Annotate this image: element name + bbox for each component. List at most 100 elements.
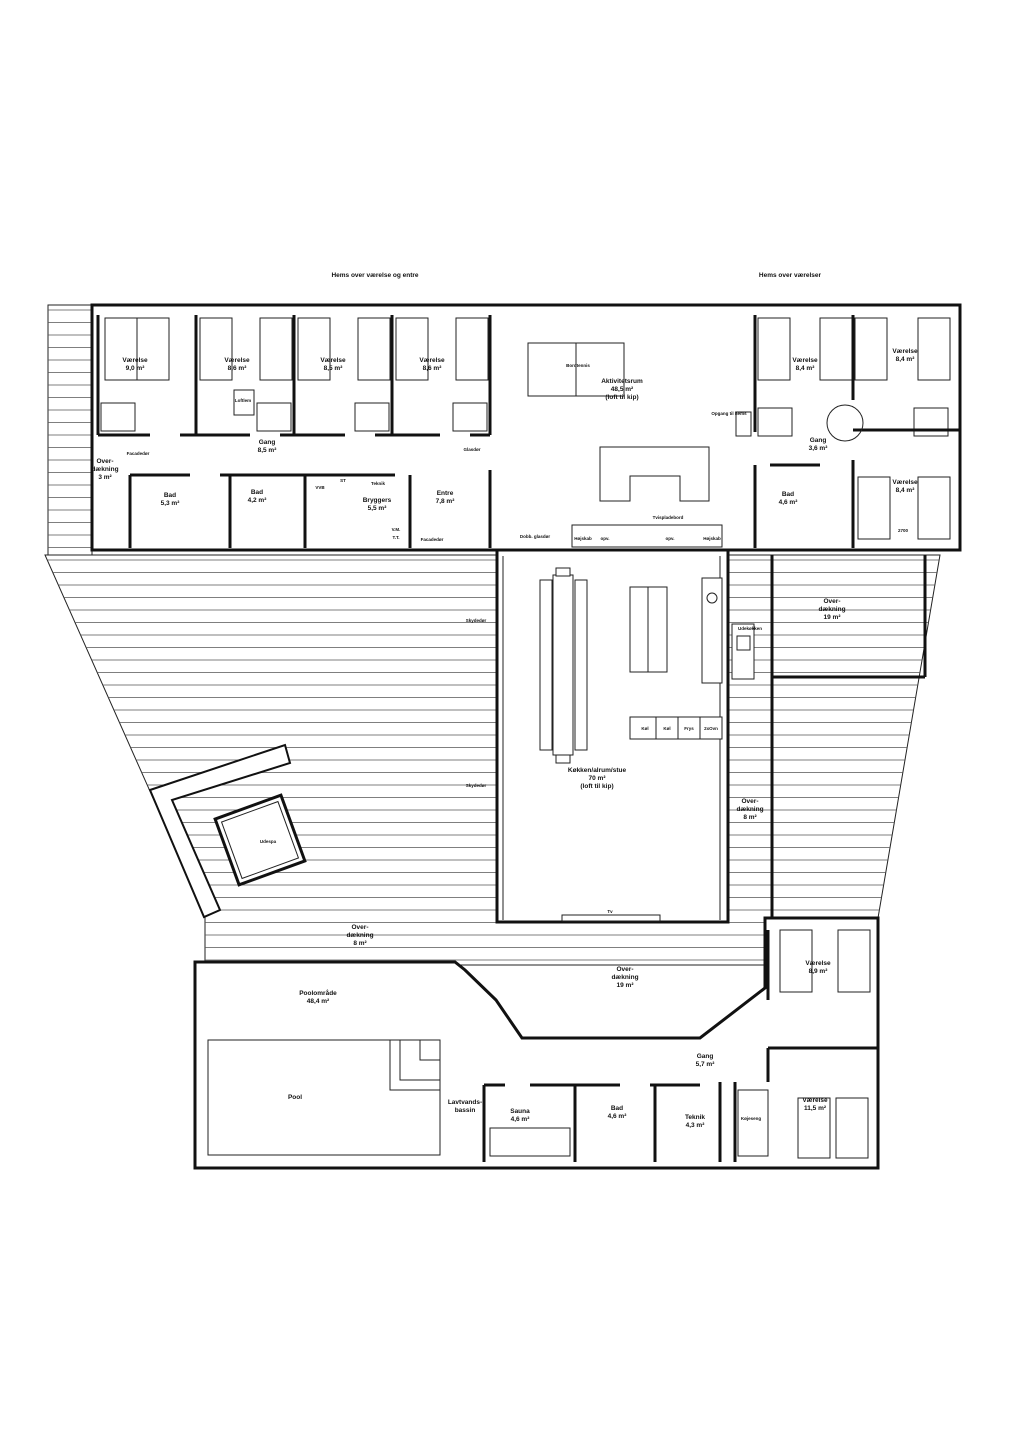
label-overd-3: 3 m² — [98, 474, 112, 481]
label-overd-19-lower: Over- — [617, 966, 634, 973]
label-glasdor: Glasdør — [463, 447, 480, 452]
label-dobb-glasdor: Dobb. glasdør — [520, 534, 550, 539]
label-overd-19-right: 19 m² — [824, 614, 842, 621]
label-aktivitetsrum: (loft til kip) — [605, 394, 638, 401]
label-vmtt: V.M. — [392, 527, 401, 532]
label-entre: Entre — [437, 490, 454, 497]
label-teknik-lower: Teknik — [685, 1114, 705, 1121]
label-bordtennis: Bordtennis — [566, 363, 590, 368]
label-bad-r: 4,6 m² — [779, 499, 799, 506]
label-loftlem: Loftlem — [235, 398, 251, 403]
label-kojeseng: Køjeseng — [741, 1116, 762, 1121]
label-gang-lower: Gang — [697, 1053, 714, 1060]
label-overd-8-right: Over- — [742, 798, 759, 805]
label-tvisp: Tvispladebord — [653, 515, 684, 520]
label-teknik-top: Teknik — [371, 481, 385, 486]
label-frys: Frys — [684, 726, 694, 731]
label-hems-right: Hems over værelser — [759, 272, 822, 279]
label-sauna: Sauna — [510, 1108, 530, 1115]
label-v-r2: Værelse — [892, 348, 918, 355]
label-kol1: Køl — [641, 726, 648, 731]
label-vmtt: T.T. — [392, 535, 399, 540]
label-bryggers: 5,5 m² — [368, 505, 388, 512]
label-tv: Tv — [607, 909, 613, 914]
label-overd-3: Over- — [97, 458, 114, 465]
label-opgang: Opgang til hems — [711, 411, 747, 416]
label-bad-4-2: 4,2 m² — [248, 497, 268, 504]
label-v-l1: Værelse — [805, 960, 831, 967]
label-kokken: 70 m² — [589, 775, 607, 782]
label-opv2: opv. — [666, 536, 675, 541]
label-v1: Værelse — [122, 357, 148, 364]
label-v1: 9,0 m² — [126, 365, 146, 372]
pool-basin — [207, 1039, 441, 1156]
label-facadedor2: Facadedør — [421, 537, 444, 542]
label-vvb: VVB — [315, 485, 325, 490]
kitchen-counter-side — [701, 577, 723, 684]
label-aktivitetsrum: 48,5 m² — [611, 386, 634, 393]
label-udespa: Udespa — [260, 839, 277, 844]
outdoor-spa — [148, 743, 307, 919]
label-poolomrade: 48,4 m² — [307, 998, 330, 1005]
label-gang-left: 8,5 m² — [258, 447, 278, 454]
label-bad-4-2: Bad — [251, 489, 263, 496]
label-sauna: 4,6 m² — [511, 1116, 531, 1123]
label-teknik-lower: 4,3 m² — [686, 1122, 706, 1129]
label-overd-19-right: dækning — [818, 606, 845, 613]
label-skydedor2: Skydedør — [466, 783, 487, 788]
building-south — [193, 916, 880, 1170]
label-bad-lower: 4,6 m² — [608, 1113, 628, 1120]
label-v3: 8,5 m² — [324, 365, 344, 372]
label-gang-r: Gang — [810, 437, 827, 444]
sofa — [599, 446, 710, 502]
label-gang-left: Gang — [259, 439, 276, 446]
label-overd-8-lower: Over- — [352, 924, 369, 931]
tv-bench — [561, 914, 661, 922]
label-gang-r: 3,6 m² — [809, 445, 829, 452]
label-overd-8-lower: 8 m² — [353, 940, 367, 947]
dining-table — [539, 567, 588, 764]
room-labels: Hems over værelse og entre Hems over være… — [91, 272, 918, 1129]
label-v2: Værelse — [224, 357, 250, 364]
label-kokken: Køkken/alrum/stue — [568, 767, 627, 774]
label-v-r2: 8,4 m² — [896, 356, 916, 363]
label-bad-r: Bad — [782, 491, 794, 498]
label-v-r1: 8,4 m² — [796, 365, 816, 372]
label-lavtvand: bassin — [455, 1107, 476, 1114]
appliance-row — [629, 716, 723, 740]
label-overd-19-lower: 19 m² — [617, 982, 635, 989]
outdoor-kitchen — [731, 623, 755, 680]
label-entre: 7,8 m² — [436, 498, 456, 505]
label-v-l2: Værelse — [802, 1097, 828, 1104]
label-hojskab1: Højskab — [574, 536, 592, 541]
label-v4: Værelse — [419, 357, 445, 364]
label-bad-lower: Bad — [611, 1105, 623, 1112]
label-v-r3: Værelse — [892, 479, 918, 486]
label-v-l2: 11,5 m² — [804, 1105, 827, 1112]
beds — [100, 317, 951, 540]
label-udekokken: Udekøkken — [738, 626, 762, 631]
label-st: ST — [340, 478, 346, 483]
label-hems-left: Hems over værelse og entre — [331, 272, 418, 279]
label-overd-8-lower: dækning — [346, 932, 373, 939]
label-v3: Værelse — [320, 357, 346, 364]
label-gang-lower: 5,7 m² — [696, 1061, 716, 1068]
label-v4: 8,6 m² — [423, 365, 443, 372]
label-dim-2700: 2700 — [898, 528, 909, 533]
label-aktivitetsrum: Aktivitetsrum — [601, 378, 643, 385]
label-hojskab2: Højskab — [703, 536, 721, 541]
label-overd-8-right: dækning — [736, 806, 763, 813]
label-overd-19-right: Over- — [824, 598, 841, 605]
label-overd-8-right: 8 m² — [743, 814, 757, 821]
label-v-l1: 8,9 m² — [809, 968, 829, 975]
label-opv1: opv. — [601, 536, 610, 541]
label-bad-5-3: 5,3 m² — [161, 500, 181, 507]
label-facadedor1: Facadedør — [127, 451, 150, 456]
label-poolomrade: Poolområde — [299, 989, 337, 997]
building-north — [90, 303, 962, 924]
label-kokken: (loft til kip) — [580, 783, 613, 790]
label-bryggers: Bryggers — [363, 497, 392, 504]
label-v-r3: 8,4 m² — [896, 487, 916, 494]
label-lavtvand: Lavtvands- — [448, 1099, 482, 1106]
